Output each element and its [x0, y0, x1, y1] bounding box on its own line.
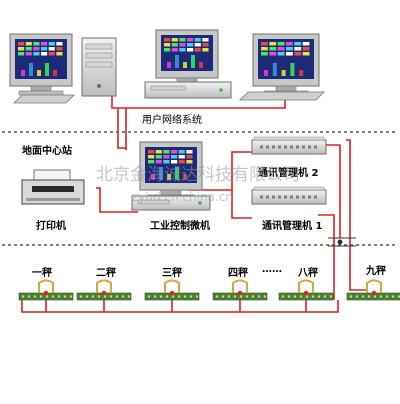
comm-manager-2-device — [251, 136, 327, 155]
scale-9 — [346, 279, 400, 301]
printer-label: 打印机 — [36, 221, 66, 232]
scale-8 — [278, 279, 334, 301]
scale-4 — [212, 279, 268, 301]
scale-3 — [144, 279, 200, 301]
scale-label-ellipsis: …… — [262, 264, 282, 275]
network-wires — [21, 86, 368, 313]
workstation-monitor-center — [155, 29, 219, 88]
watermark-url: zyhd.cn.china.cn — [132, 190, 233, 204]
printer-device — [21, 169, 85, 205]
scale-label-8: 八秤 — [298, 268, 318, 279]
scale-label-1: 一秤 — [32, 268, 52, 279]
workstation-monitor-left — [9, 33, 73, 96]
scale-label-2: 二秤 — [96, 268, 116, 279]
comm-manager-1-label: 通讯管理机 1 — [262, 221, 323, 232]
workstation-keyboard-right — [239, 91, 325, 101]
workstation-tower-left — [81, 37, 117, 97]
scale-1 — [18, 279, 74, 301]
workstation-monitor-right — [252, 33, 320, 96]
crossover-marks — [328, 237, 356, 247]
watermark-company: 北京金海诚达科技有限公司 — [96, 165, 300, 185]
ground-center-label: 地面中心站 — [22, 146, 72, 157]
scale-label-3: 三秤 — [162, 268, 182, 279]
comm-manager-1-device — [251, 186, 327, 205]
workstation-keyboard-left — [13, 94, 75, 104]
user-network-label: 用户网络系统 — [142, 115, 202, 126]
comm-manager-2-label: 通讯管理机 2 — [258, 168, 319, 179]
scale-label-9: 九秤 — [366, 266, 386, 277]
industrial-pc-label: 工业控制微机 — [150, 221, 210, 232]
workstation-desktop-center — [144, 81, 232, 99]
scale-label-4: 四秤 — [228, 268, 248, 279]
scale-2 — [76, 279, 132, 301]
industrial-pc-case — [131, 195, 211, 211]
